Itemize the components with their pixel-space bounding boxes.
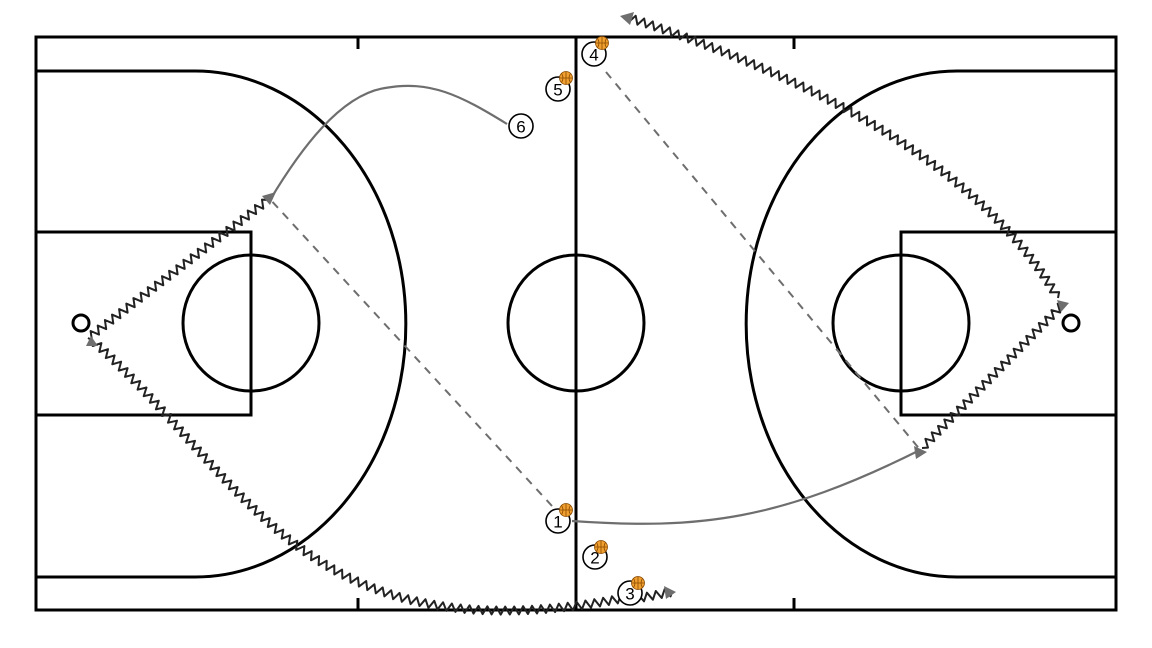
left-basket — [71, 313, 91, 333]
player-number: 4 — [589, 46, 598, 65]
dribble-path — [87, 198, 269, 342]
arrowhead — [1057, 300, 1069, 312]
left-key — [34, 230, 253, 417]
pass-line — [267, 196, 553, 507]
basketball-icon — [595, 36, 609, 50]
player-1: 1 — [545, 503, 573, 534]
players: 1 2 3 4 5 6 — [508, 36, 645, 606]
right-three-point-line — [744, 69, 1116, 579]
player-number: 2 — [590, 549, 599, 568]
arrowhead — [262, 192, 276, 205]
player-3: 3 — [617, 576, 645, 606]
arrowheads — [86, 12, 1069, 599]
player-5: 5 — [545, 71, 573, 102]
basketball-icon — [559, 71, 573, 85]
court-lines — [34, 35, 1118, 612]
left-free-throw-circle — [181, 253, 321, 393]
arrowhead — [620, 12, 634, 25]
cut-path — [571, 449, 921, 525]
basketball-icon — [559, 503, 573, 517]
player-6: 6 — [508, 113, 534, 139]
cut-path — [269, 84, 508, 201]
pass-lines — [267, 71, 923, 507]
left-three-point-line — [36, 69, 408, 579]
player-number: 3 — [625, 585, 634, 604]
player-number: 6 — [516, 118, 525, 137]
player-number: 1 — [553, 513, 562, 532]
right-basket — [1061, 313, 1081, 333]
player-2: 2 — [582, 540, 608, 570]
pass-line — [605, 71, 923, 453]
basketball-icon — [594, 540, 608, 554]
center-circle — [506, 253, 646, 393]
dribble-path — [627, 14, 1061, 299]
dribble-path — [91, 339, 626, 616]
player-number: 5 — [553, 81, 562, 100]
cut-lines — [269, 84, 921, 525]
right-free-throw-circle — [831, 253, 971, 393]
dribble-path — [921, 302, 1063, 449]
player-4: 4 — [581, 36, 609, 67]
arrowhead — [914, 446, 927, 459]
arrowhead — [86, 336, 98, 346]
player-marker — [508, 113, 534, 139]
dribble-paths — [87, 14, 1063, 616]
arrowhead — [664, 586, 676, 599]
right-key — [899, 230, 1118, 417]
basketball-icon — [631, 576, 645, 590]
